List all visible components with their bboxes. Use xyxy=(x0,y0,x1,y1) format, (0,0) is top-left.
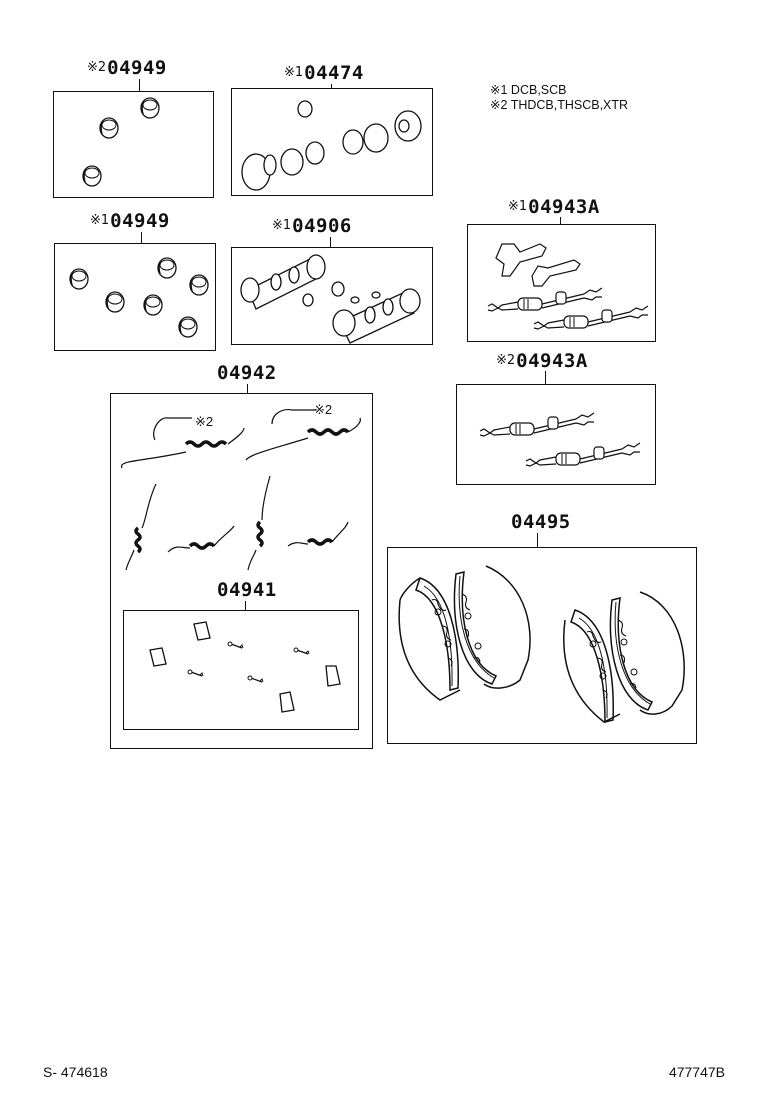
callout-spring-right: ※2 xyxy=(314,402,333,417)
part-label-04943A-type1: ※104943A xyxy=(508,196,600,218)
box-04474 xyxy=(231,88,433,196)
part-label-04495: 04495 xyxy=(511,511,571,533)
box-04943A-type1 xyxy=(467,224,656,342)
leader-04495 xyxy=(537,533,538,547)
part-label-04942: 04942 xyxy=(217,362,277,384)
leader-04943A-type2 xyxy=(545,371,546,384)
kit-04949-type2-parts xyxy=(82,97,160,187)
part-label-04949-type1: ※104949 xyxy=(90,210,170,232)
footer-left-code: S- 474618 xyxy=(43,1064,108,1080)
box-04942 xyxy=(110,393,373,749)
part-label-04906: ※104906 xyxy=(272,215,352,237)
part-label-04941: 04941 xyxy=(217,579,277,601)
leader-04474 xyxy=(331,84,332,89)
leader-04941 xyxy=(245,601,246,610)
legend: ※1 DCB,SCB ※2 THDCB,THSCB,XTR xyxy=(490,83,628,113)
box-04949-type1 xyxy=(54,243,216,351)
kit-04906-parts xyxy=(241,255,420,343)
kit-04949-type1-parts xyxy=(69,257,209,338)
part-label-04943A-type2: ※204943A xyxy=(496,350,588,372)
box-04906 xyxy=(231,247,433,345)
box-04941 xyxy=(123,610,359,730)
box-04943A-type2 xyxy=(456,384,656,485)
kit-04495-brake-shoes xyxy=(399,566,684,722)
leader-04943A-type1 xyxy=(560,217,561,224)
footer-right-code: 477747B xyxy=(668,1064,725,1080)
kit-04941-parts xyxy=(150,622,340,712)
kit-04943A-type2-parts xyxy=(479,412,641,467)
kit-04474-parts xyxy=(242,101,421,190)
leader-04942 xyxy=(247,384,248,393)
leader-04906 xyxy=(330,237,331,247)
callout-spring-left: ※2 xyxy=(195,414,214,429)
leader-04949-type1 xyxy=(141,232,142,243)
kit-04943A-type1-parts xyxy=(487,244,649,330)
leader-04949-type2 xyxy=(139,79,140,91)
box-04495 xyxy=(387,547,697,744)
part-label-04949-type2: ※204949 xyxy=(87,57,167,79)
part-label-04474: ※104474 xyxy=(284,62,364,84)
box-04949-type2 xyxy=(53,91,214,198)
kit-04942-springs xyxy=(122,410,361,570)
legend-item-2: ※2 THDCB,THSCB,XTR xyxy=(490,98,629,112)
legend-item-1: ※1 DCB,SCB xyxy=(490,83,567,97)
